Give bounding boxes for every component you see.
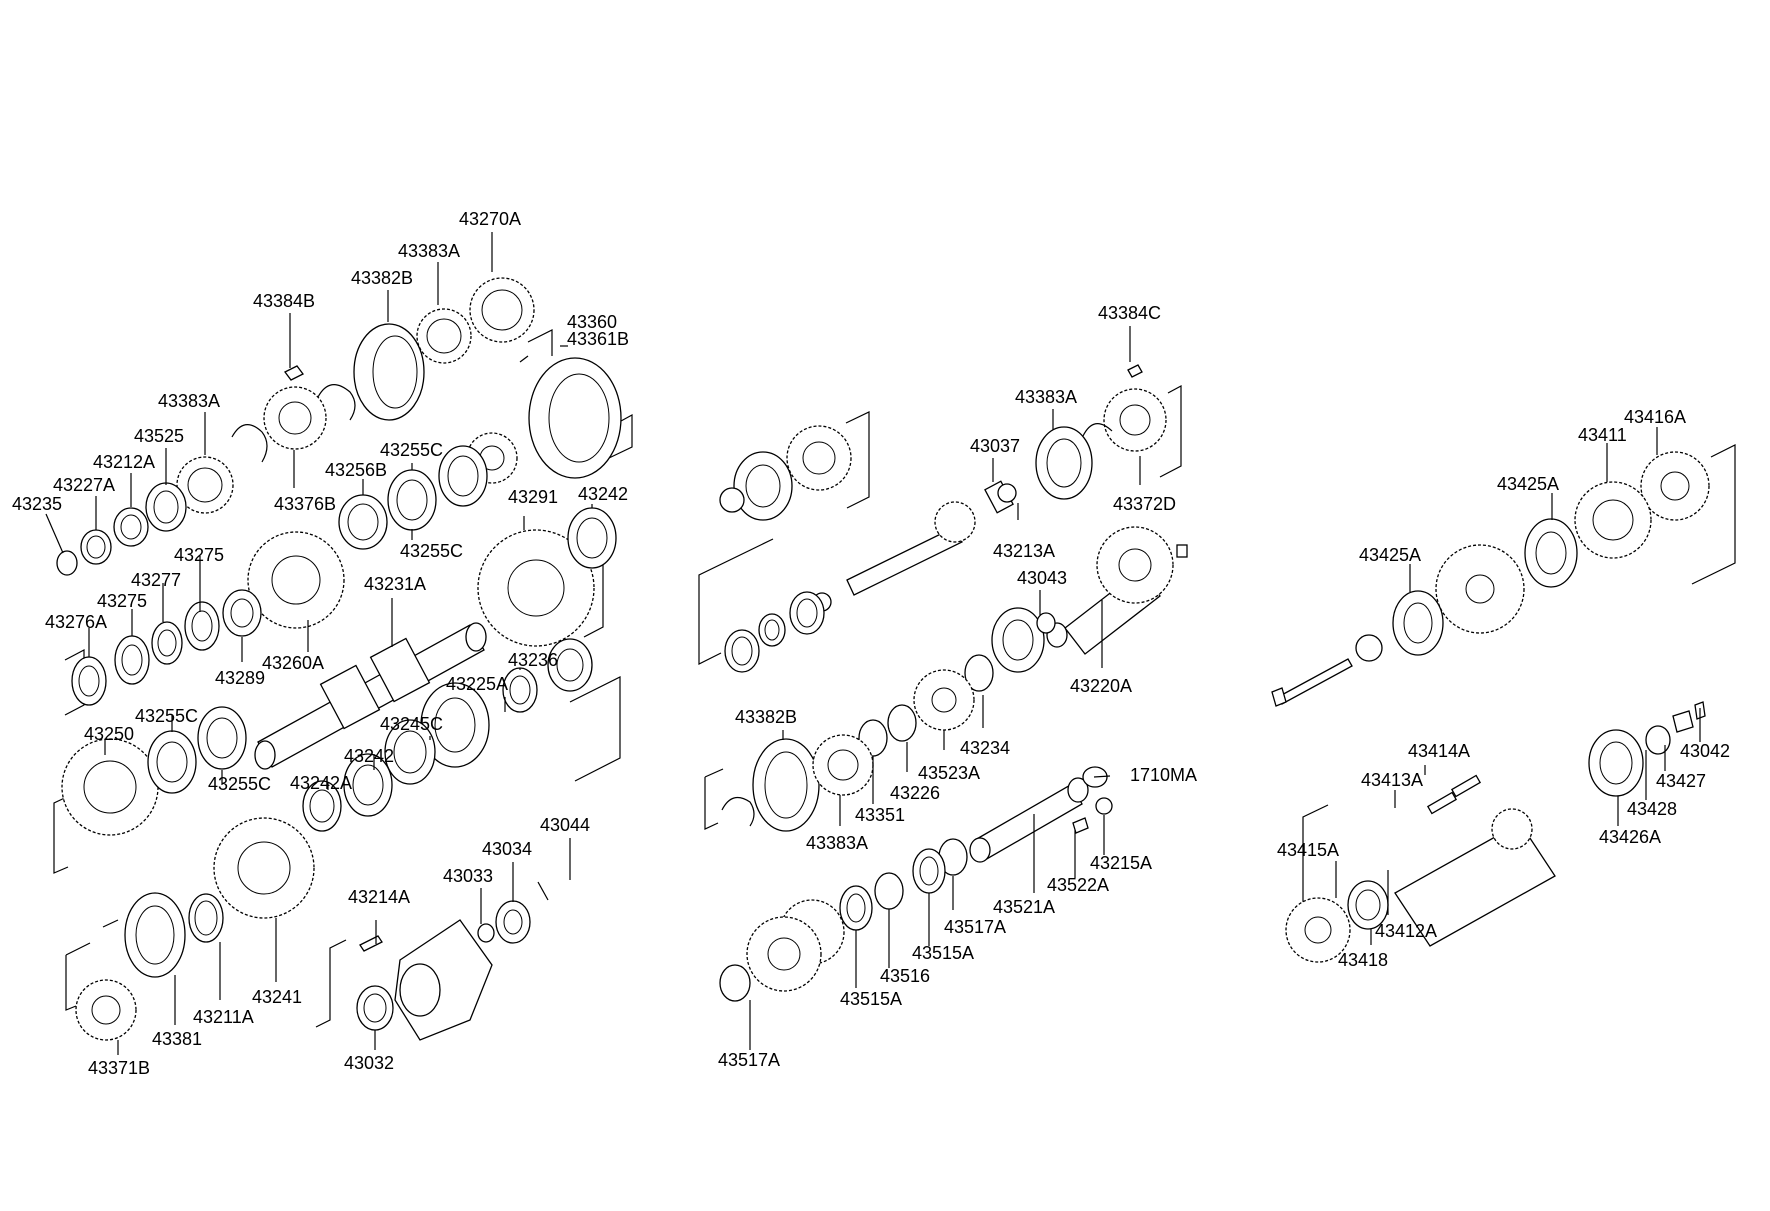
label-43042: 43042	[1680, 741, 1730, 761]
label-43214A: 43214A	[348, 887, 410, 907]
label-43255C: 43255C	[380, 440, 443, 460]
label-43411: 43411	[1578, 425, 1627, 445]
label-43425A: 43425A	[1359, 545, 1421, 565]
label-43376B: 43376B	[274, 494, 336, 514]
label-43231A: 43231A	[364, 574, 426, 594]
label-1710MA: 1710MA	[1130, 765, 1197, 785]
label-43382B: 43382B	[351, 268, 413, 288]
label-43291: 43291	[508, 487, 558, 507]
label-43034: 43034	[482, 839, 532, 859]
middle-assembly-parts	[698, 364, 1188, 1002]
label-43225A: 43225A	[446, 674, 508, 694]
label-43255C: 43255C	[400, 541, 463, 561]
label-43215A: 43215A	[1090, 853, 1152, 873]
label-43255C: 43255C	[208, 774, 271, 794]
right-assembly-parts	[1271, 444, 1736, 963]
label-43242: 43242	[578, 484, 628, 504]
label-43043: 43043	[1017, 568, 1067, 588]
label-43241: 43241	[252, 987, 302, 1007]
label-43213A: 43213A	[993, 541, 1055, 561]
label-43381: 43381	[152, 1029, 202, 1049]
label-43516: 43516	[880, 966, 930, 986]
label-43236: 43236	[508, 650, 558, 670]
label-43220A: 43220A	[1070, 676, 1132, 696]
label-43515A: 43515A	[912, 943, 974, 963]
label-43245C: 43245C	[380, 714, 443, 734]
label-43360: 43360	[567, 312, 617, 332]
label-43428: 43428	[1627, 799, 1677, 819]
label-43275: 43275	[97, 591, 147, 611]
label-43523A: 43523A	[918, 763, 980, 783]
label-43260A: 43260A	[262, 653, 324, 673]
label-43242A: 43242A	[290, 773, 352, 793]
label-43412A: 43412A	[1375, 921, 1437, 941]
label-43250: 43250	[84, 724, 134, 744]
label-43372D: 43372D	[1113, 494, 1176, 514]
label-43414A: 43414A	[1408, 741, 1470, 761]
label-43415A: 43415A	[1277, 840, 1339, 860]
label-43383A: 43383A	[158, 391, 220, 411]
label-43226: 43226	[890, 783, 940, 803]
label-43383A: 43383A	[806, 833, 868, 853]
label-43289: 43289	[215, 668, 265, 688]
label-43270A: 43270A	[459, 209, 521, 229]
label-43227A: 43227A	[53, 475, 115, 495]
label-43382B: 43382B	[735, 707, 797, 727]
label-43351: 43351	[855, 805, 905, 825]
leader-lines	[45, 232, 1701, 1055]
label-43413A: 43413A	[1361, 770, 1423, 790]
label-43521A: 43521A	[993, 897, 1055, 917]
label-43425A: 43425A	[1497, 474, 1559, 494]
label-43032: 43032	[344, 1053, 394, 1073]
label-43242: 43242	[344, 746, 394, 766]
left-assembly-parts	[53, 277, 633, 1041]
label-43383A: 43383A	[398, 241, 460, 261]
label-43255C: 43255C	[135, 706, 198, 726]
label-43033: 43033	[443, 866, 493, 886]
label-43426A: 43426A	[1599, 827, 1661, 847]
label-43234: 43234	[960, 738, 1010, 758]
label-43277: 43277	[131, 570, 181, 590]
label-43522A: 43522A	[1047, 875, 1109, 895]
label-43416A: 43416A	[1624, 407, 1686, 427]
label-43418: 43418	[1338, 950, 1388, 970]
label-43517A: 43517A	[718, 1050, 780, 1070]
label-43256B: 43256B	[325, 460, 387, 480]
label-43525: 43525	[134, 426, 184, 446]
label-43212A: 43212A	[93, 452, 155, 472]
label-43384C: 43384C	[1098, 303, 1161, 323]
part-labels: 43270A 43383A 43382B 43384B 43360 43361B…	[12, 209, 1730, 1078]
label-43384B: 43384B	[253, 291, 315, 311]
label-43427: 43427	[1656, 771, 1706, 791]
label-43361B: 43361B	[567, 329, 629, 349]
label-43517A: 43517A	[944, 917, 1006, 937]
label-43371B: 43371B	[88, 1058, 150, 1078]
label-43515A: 43515A	[840, 989, 902, 1009]
label-43276A: 43276A	[45, 612, 107, 632]
label-43275: 43275	[174, 545, 224, 565]
label-43383A: 43383A	[1015, 387, 1077, 407]
label-43211A: 43211A	[193, 1007, 254, 1027]
label-43044: 43044	[540, 815, 590, 835]
label-43235: 43235	[12, 494, 62, 514]
label-43037: 43037	[970, 436, 1020, 456]
